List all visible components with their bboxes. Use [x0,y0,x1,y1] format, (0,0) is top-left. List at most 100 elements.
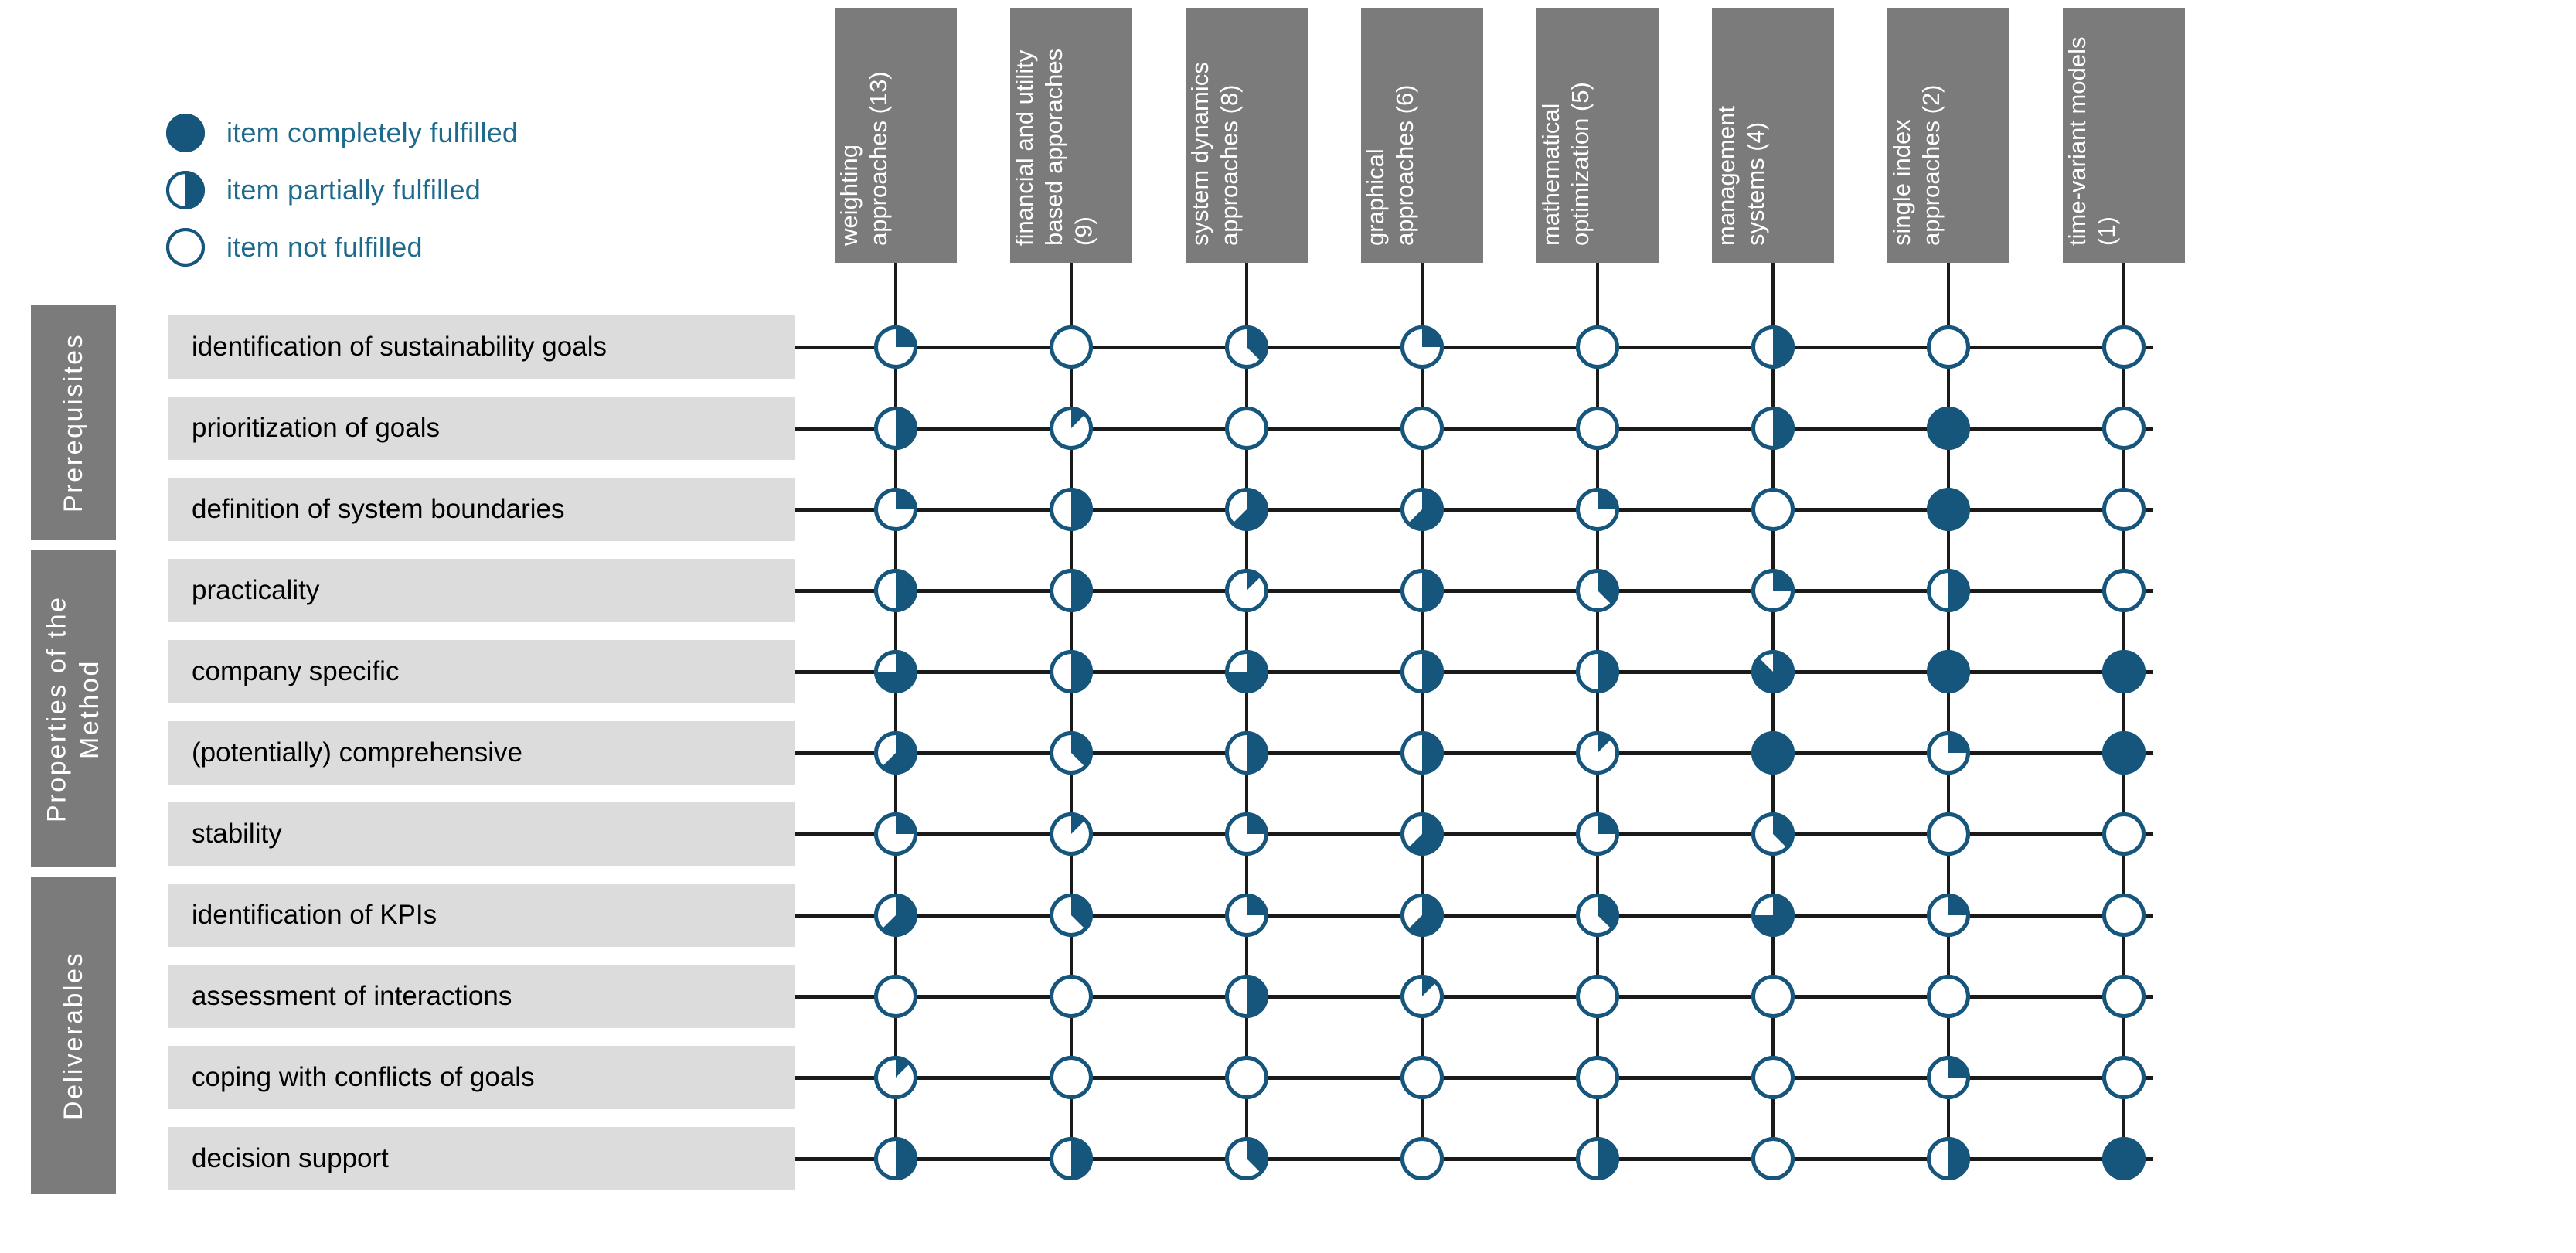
pie-marker-r4-c1[interactable] [874,569,917,612]
row-label-6[interactable]: (potentially) comprehensive [168,721,795,785]
pie-marker-r5-c6[interactable] [1751,650,1795,693]
pie-marker-r1-c7[interactable] [1927,325,1970,369]
pie-marker-r1-c4[interactable] [1400,325,1444,369]
pie-marker-r9-c7[interactable] [1927,975,1970,1018]
pie-marker-r11-c7[interactable] [1927,1137,1970,1180]
pie-marker-r8-c2[interactable] [1050,894,1093,937]
column-header-4[interactable]: graphical approaches (6) [1361,8,1483,263]
pie-marker-r7-c7[interactable] [1927,812,1970,856]
pie-marker-r10-c5[interactable] [1576,1056,1619,1099]
column-header-7[interactable]: single index approaches (2) [1887,8,2009,263]
pie-marker-r8-c7[interactable] [1927,894,1970,937]
pie-marker-r8-c8[interactable] [2102,894,2146,937]
pie-marker-r10-c8[interactable] [2102,1056,2146,1099]
pie-marker-r5-c4[interactable] [1400,650,1444,693]
pie-marker-r9-c5[interactable] [1576,975,1619,1018]
pie-marker-r9-c8[interactable] [2102,975,2146,1018]
pie-marker-r8-c1[interactable] [874,894,917,937]
pie-marker-r3-c7[interactable] [1927,488,1970,531]
pie-marker-r6-c5[interactable] [1576,731,1619,775]
column-header-2[interactable]: financial and utility based apporaches (… [1010,8,1132,263]
pie-marker-r6-c3[interactable] [1225,731,1268,775]
pie-marker-r7-c5[interactable] [1576,812,1619,856]
pie-marker-r7-c1[interactable] [874,812,917,856]
pie-marker-r2-c6[interactable] [1751,407,1795,450]
pie-marker-r6-c7[interactable] [1927,731,1970,775]
pie-marker-r4-c5[interactable] [1576,569,1619,612]
pie-marker-r1-c6[interactable] [1751,325,1795,369]
row-label-11[interactable]: decision support [168,1127,795,1190]
pie-marker-r10-c3[interactable] [1225,1056,1268,1099]
pie-marker-r4-c7[interactable] [1927,569,1970,612]
pie-marker-r1-c5[interactable] [1576,325,1619,369]
pie-marker-r3-c3[interactable] [1225,488,1268,531]
pie-marker-r11-c4[interactable] [1400,1137,1444,1180]
pie-marker-r9-c1[interactable] [874,975,917,1018]
pie-marker-r3-c2[interactable] [1050,488,1093,531]
pie-marker-r5-c8[interactable] [2102,650,2146,693]
pie-marker-r6-c8[interactable] [2102,731,2146,775]
pie-marker-r10-c2[interactable] [1050,1056,1093,1099]
pie-marker-r2-c8[interactable] [2102,407,2146,450]
row-label-1[interactable]: identification of sustainability goals [168,315,795,379]
pie-marker-r4-c3[interactable] [1225,569,1268,612]
pie-marker-r1-c8[interactable] [2102,325,2146,369]
pie-marker-r2-c4[interactable] [1400,407,1444,450]
pie-marker-r7-c4[interactable] [1400,812,1444,856]
pie-marker-r6-c6[interactable] [1751,731,1795,775]
pie-marker-r5-c2[interactable] [1050,650,1093,693]
pie-marker-r9-c4[interactable] [1400,975,1444,1018]
pie-marker-r11-c3[interactable] [1225,1137,1268,1180]
pie-marker-r7-c3[interactable] [1225,812,1268,856]
pie-marker-r2-c1[interactable] [874,407,917,450]
pie-marker-r5-c7[interactable] [1927,650,1970,693]
row-label-8[interactable]: identification of KPIs [168,884,795,947]
column-header-3[interactable]: system dynamics approaches (8) [1186,8,1308,263]
pie-marker-r4-c2[interactable] [1050,569,1093,612]
pie-marker-r5-c3[interactable] [1225,650,1268,693]
pie-marker-r8-c4[interactable] [1400,894,1444,937]
pie-marker-r10-c4[interactable] [1400,1056,1444,1099]
pie-marker-r9-c6[interactable] [1751,975,1795,1018]
row-label-2[interactable]: prioritization of goals [168,397,795,460]
pie-marker-r9-c3[interactable] [1225,975,1268,1018]
pie-marker-r3-c1[interactable] [874,488,917,531]
column-header-5[interactable]: mathematical optimization (5) [1536,8,1659,263]
row-label-3[interactable]: definition of system boundaries [168,478,795,541]
pie-marker-r3-c8[interactable] [2102,488,2146,531]
pie-marker-r10-c6[interactable] [1751,1056,1795,1099]
pie-marker-r6-c1[interactable] [874,731,917,775]
row-label-7[interactable]: stability [168,802,795,866]
pie-marker-r10-c1[interactable] [874,1056,917,1099]
pie-marker-r7-c2[interactable] [1050,812,1093,856]
row-label-5[interactable]: company specific [168,640,795,703]
pie-marker-r4-c4[interactable] [1400,569,1444,612]
pie-marker-r11-c1[interactable] [874,1137,917,1180]
pie-marker-r8-c6[interactable] [1751,894,1795,937]
pie-marker-r6-c2[interactable] [1050,731,1093,775]
pie-marker-r11-c2[interactable] [1050,1137,1093,1180]
pie-marker-r1-c2[interactable] [1050,325,1093,369]
pie-marker-r9-c2[interactable] [1050,975,1093,1018]
pie-marker-r2-c2[interactable] [1050,407,1093,450]
pie-marker-r8-c3[interactable] [1225,894,1268,937]
pie-marker-r2-c5[interactable] [1576,407,1619,450]
pie-marker-r4-c6[interactable] [1751,569,1795,612]
pie-marker-r2-c3[interactable] [1225,407,1268,450]
column-header-8[interactable]: time-variant models (1) [2063,8,2185,263]
row-label-4[interactable]: practicality [168,559,795,622]
row-label-9[interactable]: assessment of interactions [168,965,795,1028]
row-label-10[interactable]: coping with conflicts of goals [168,1046,795,1109]
pie-marker-r11-c8[interactable] [2102,1137,2146,1180]
pie-marker-r3-c5[interactable] [1576,488,1619,531]
pie-marker-r7-c8[interactable] [2102,812,2146,856]
column-header-6[interactable]: management systems (4) [1712,8,1834,263]
pie-marker-r11-c5[interactable] [1576,1137,1619,1180]
pie-marker-r4-c8[interactable] [2102,569,2146,612]
pie-marker-r11-c6[interactable] [1751,1137,1795,1180]
pie-marker-r6-c4[interactable] [1400,731,1444,775]
pie-marker-r2-c7[interactable] [1927,407,1970,450]
pie-marker-r8-c5[interactable] [1576,894,1619,937]
pie-marker-r3-c6[interactable] [1751,488,1795,531]
pie-marker-r5-c1[interactable] [874,650,917,693]
